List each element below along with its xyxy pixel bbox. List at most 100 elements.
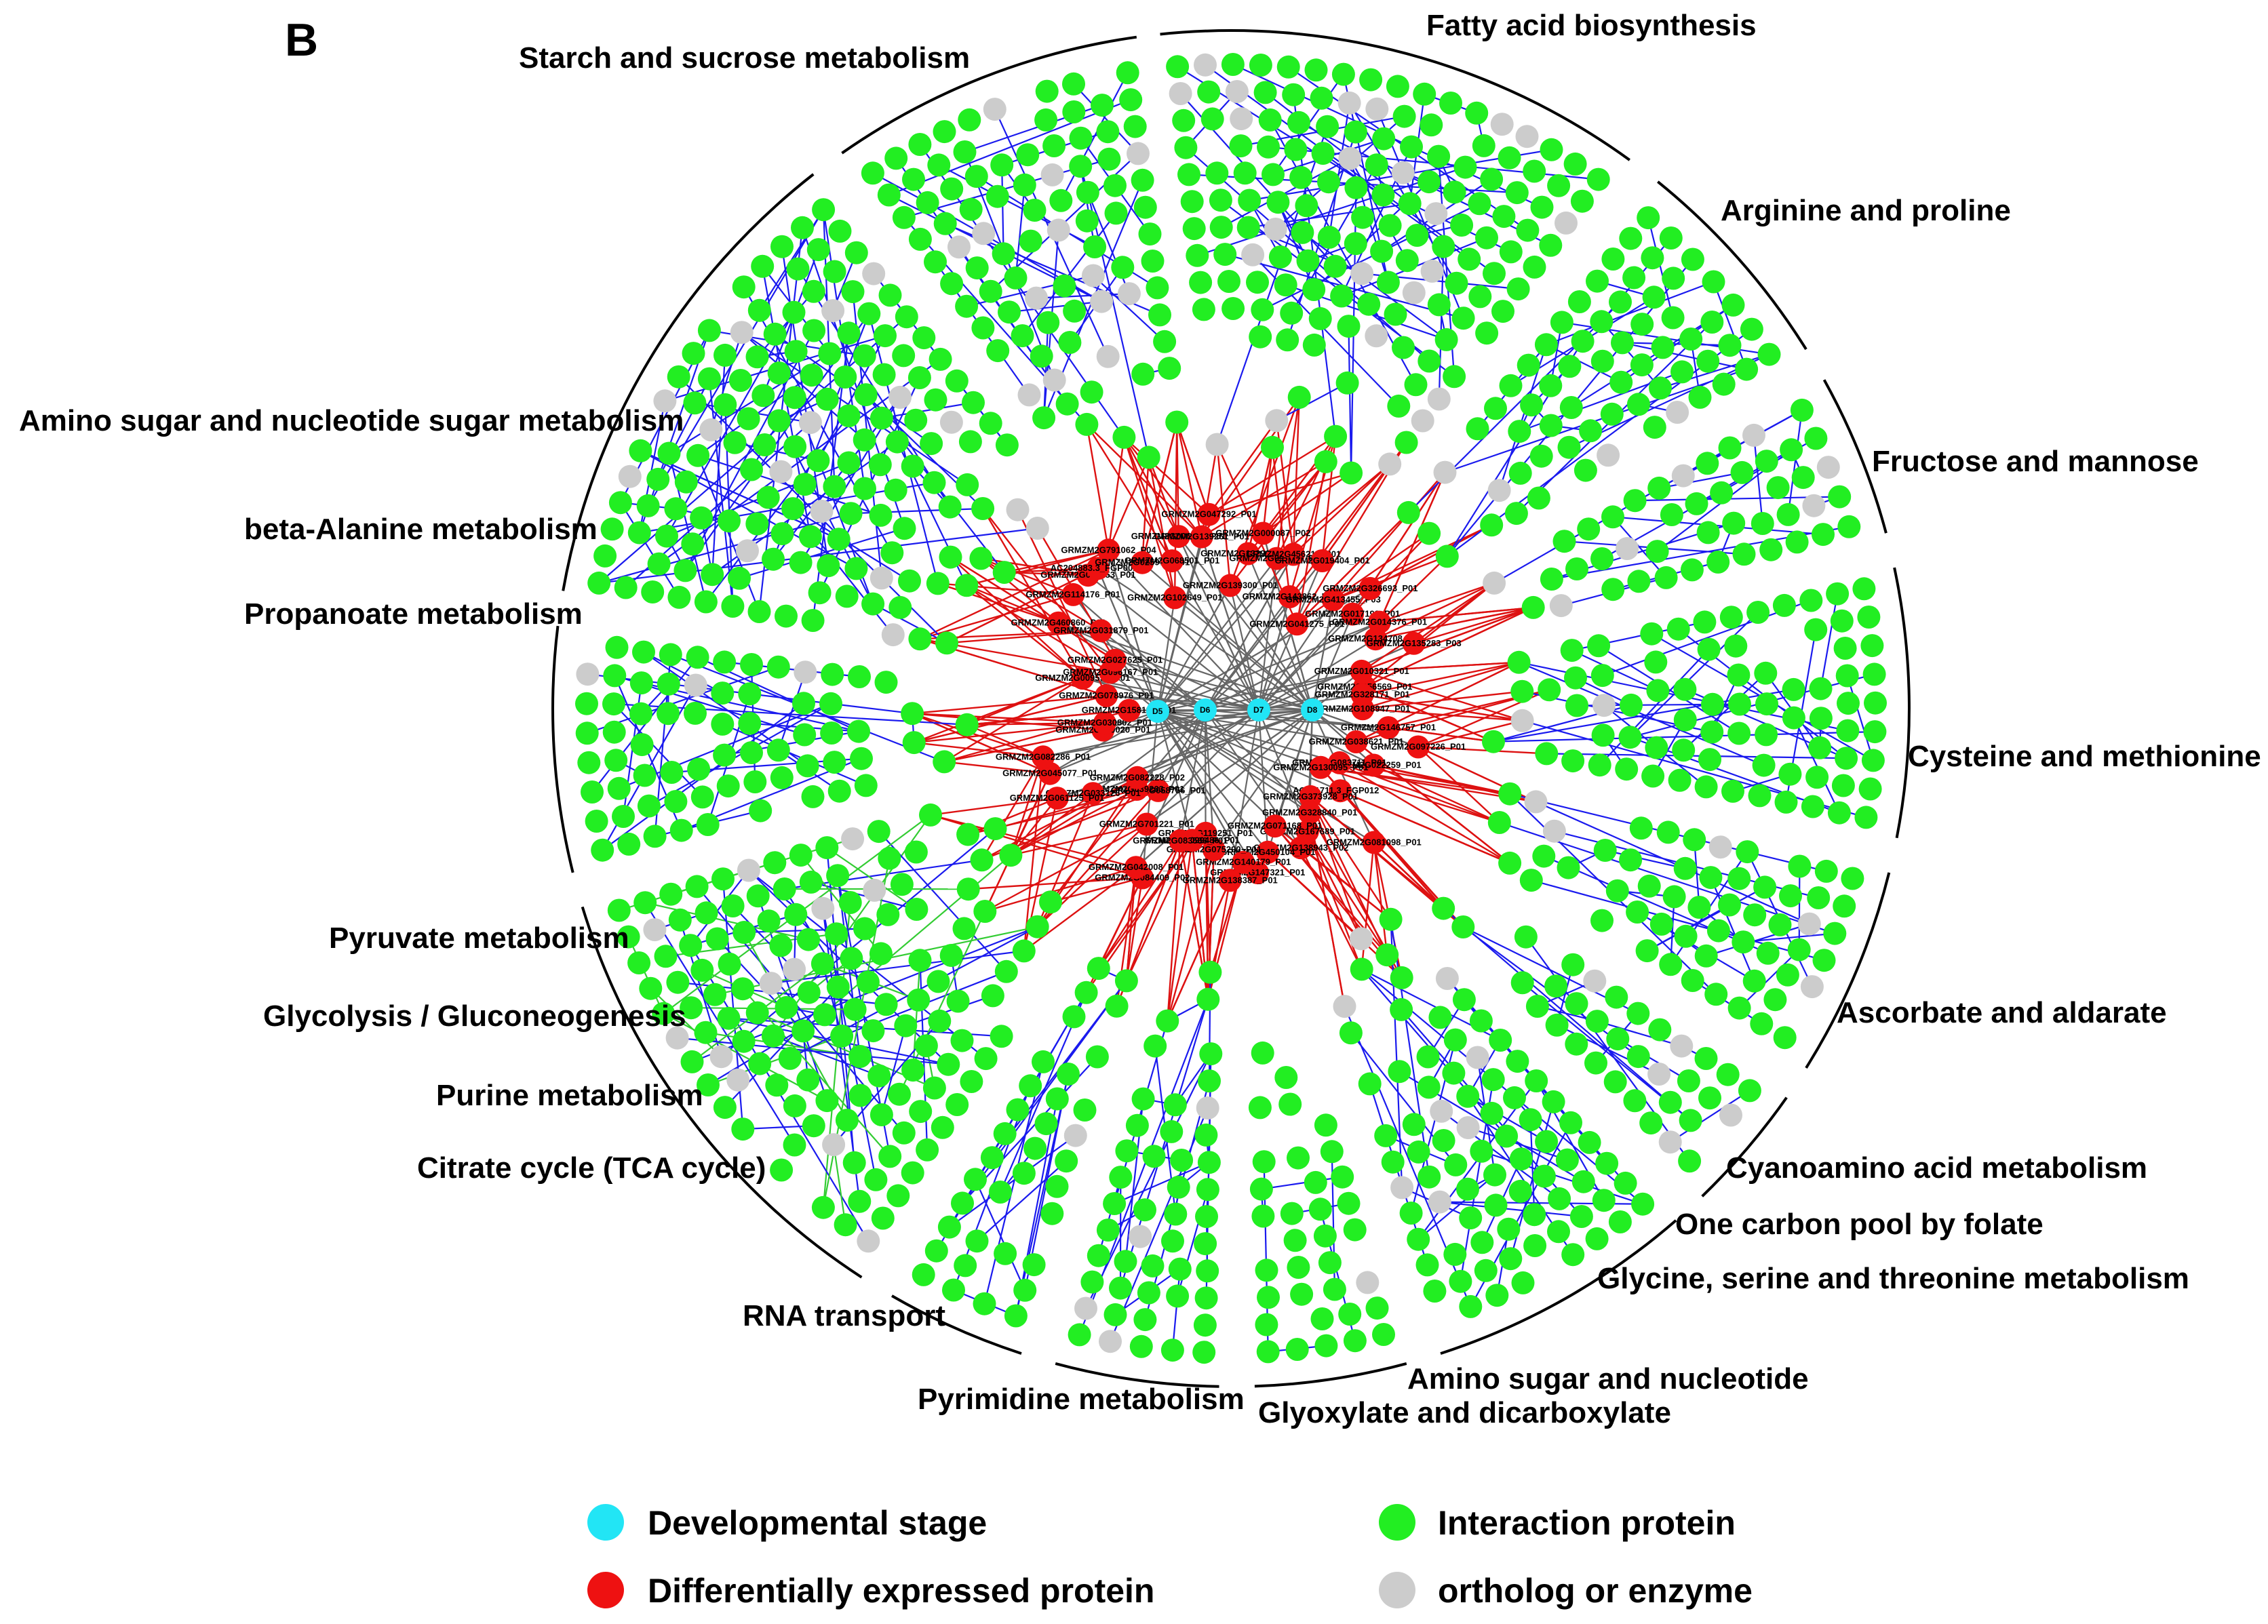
interaction-protein-node xyxy=(747,298,771,322)
interaction-protein-node xyxy=(1640,622,1664,646)
interaction-protein-node xyxy=(1143,1034,1167,1058)
pathway-label-one-carbon-pool: One carbon pool by folate xyxy=(1675,1208,2044,1241)
interaction-edge xyxy=(964,151,1055,380)
interaction-protein-node xyxy=(745,1001,769,1025)
interaction-protein-node xyxy=(861,592,885,616)
interaction-protein-node xyxy=(1137,1281,1160,1305)
ortholog-node xyxy=(862,262,886,285)
interaction-protein-node xyxy=(1378,214,1402,237)
interaction-protein-node xyxy=(1630,313,1654,336)
interaction-protein-node xyxy=(999,844,1023,867)
interaction-protein-node xyxy=(1584,1051,1607,1075)
interaction-protein-node xyxy=(1418,170,1441,194)
panel-letter: B xyxy=(285,14,318,66)
ortholog-node xyxy=(1264,218,1287,241)
interaction-protein-node xyxy=(797,928,820,951)
differential-protein-node xyxy=(1358,576,1382,600)
interaction-protein-node xyxy=(817,554,840,578)
interaction-protein-node xyxy=(1609,290,1632,314)
interaction-edge xyxy=(677,1037,949,1065)
interaction-protein-node xyxy=(1246,271,1269,294)
gene-edge xyxy=(1373,764,1500,824)
interaction-protein-node xyxy=(1577,517,1601,541)
interaction-protein-node xyxy=(981,984,1004,1008)
interaction-protein-node xyxy=(1080,380,1103,404)
ortholog-node xyxy=(1350,262,1374,285)
interaction-protein-node xyxy=(840,947,863,970)
differential-protein-node xyxy=(1256,840,1280,864)
differential-protein-node xyxy=(1169,829,1192,852)
ortholog-node xyxy=(1017,383,1041,407)
interaction-protein-node xyxy=(799,870,823,894)
interaction-protein-node xyxy=(1751,512,1774,535)
interaction-protein-node xyxy=(1475,321,1499,345)
interaction-protein-node xyxy=(1547,174,1571,197)
gene-edge xyxy=(1378,472,1446,623)
interaction-protein-node xyxy=(585,810,608,833)
ortholog-node xyxy=(1350,927,1373,951)
interaction-protein-node xyxy=(1387,394,1411,418)
interaction-protein-node xyxy=(690,785,714,809)
ortholog-node xyxy=(1074,1296,1097,1320)
interaction-protein-node xyxy=(848,1045,872,1068)
differential-protein-node xyxy=(1344,730,1368,753)
gene-edge xyxy=(1086,424,1173,561)
interaction-protein-node xyxy=(1837,515,1861,538)
interaction-protein-node xyxy=(985,184,1009,208)
interaction-protein-node xyxy=(1129,1334,1153,1358)
interaction-protein-node xyxy=(1025,915,1049,938)
interaction-protein-node xyxy=(1674,924,1698,948)
differential-protein-node xyxy=(1289,836,1313,860)
interaction-protein-node xyxy=(681,532,705,556)
interaction-protein-node xyxy=(1790,398,1814,422)
interaction-protein-node xyxy=(761,1024,785,1048)
interaction-edge xyxy=(773,814,931,1037)
interaction-protein-node xyxy=(909,1100,933,1124)
differential-protein-node xyxy=(1093,711,1116,735)
interaction-protein-node xyxy=(1788,854,1812,878)
gene-edge xyxy=(1339,761,1510,864)
interaction-protein-node xyxy=(867,1064,891,1088)
gene-edge xyxy=(1123,437,1203,538)
interaction-protein-node xyxy=(1330,284,1354,308)
interaction-protein-node xyxy=(1313,1224,1337,1248)
ortholog-node xyxy=(863,878,886,902)
interaction-protein-node xyxy=(1482,730,1505,753)
interaction-protein-node xyxy=(1710,481,1734,504)
interaction-protein-node xyxy=(1205,161,1229,185)
stage-edge xyxy=(1312,709,1375,843)
interaction-protein-node xyxy=(933,120,956,144)
interaction-protein-node xyxy=(1507,650,1531,674)
interaction-edge xyxy=(983,1061,1044,1304)
interaction-protein-node xyxy=(1623,1089,1647,1113)
interaction-protein-node xyxy=(951,1191,974,1215)
interaction-protein-node xyxy=(667,365,690,389)
gene-label: GRMZM2G139300_P01 xyxy=(1183,580,1278,590)
interaction-protein-node xyxy=(1296,249,1320,273)
ortholog-node xyxy=(1169,82,1192,105)
interaction-protein-node xyxy=(740,741,763,764)
interaction-protein-node xyxy=(1276,55,1300,79)
interaction-protein-node xyxy=(713,1096,737,1120)
interaction-protein-node xyxy=(1087,957,1110,981)
interaction-edge xyxy=(627,936,665,1014)
interaction-protein-node xyxy=(1111,256,1135,279)
interaction-protein-node xyxy=(1700,720,1724,744)
interaction-edge xyxy=(1277,201,1315,290)
gene-edge xyxy=(1413,606,1534,644)
network-nodes xyxy=(575,53,1887,1364)
interaction-protein-node xyxy=(1721,779,1744,803)
interaction-protein-node xyxy=(1768,913,1792,936)
interaction-protein-node xyxy=(973,1292,996,1315)
interaction-protein-node xyxy=(1229,134,1253,158)
stage-edge xyxy=(1157,553,1294,712)
interaction-edge xyxy=(1692,980,1762,1025)
interaction-protein-node xyxy=(1827,801,1851,825)
ortholog-node xyxy=(1402,281,1426,304)
gene-edge xyxy=(1216,444,1232,586)
interaction-protein-node xyxy=(956,473,979,496)
gene-edge xyxy=(1208,420,1278,515)
interaction-edge xyxy=(1001,165,1004,254)
interaction-protein-node xyxy=(1004,1304,1028,1328)
